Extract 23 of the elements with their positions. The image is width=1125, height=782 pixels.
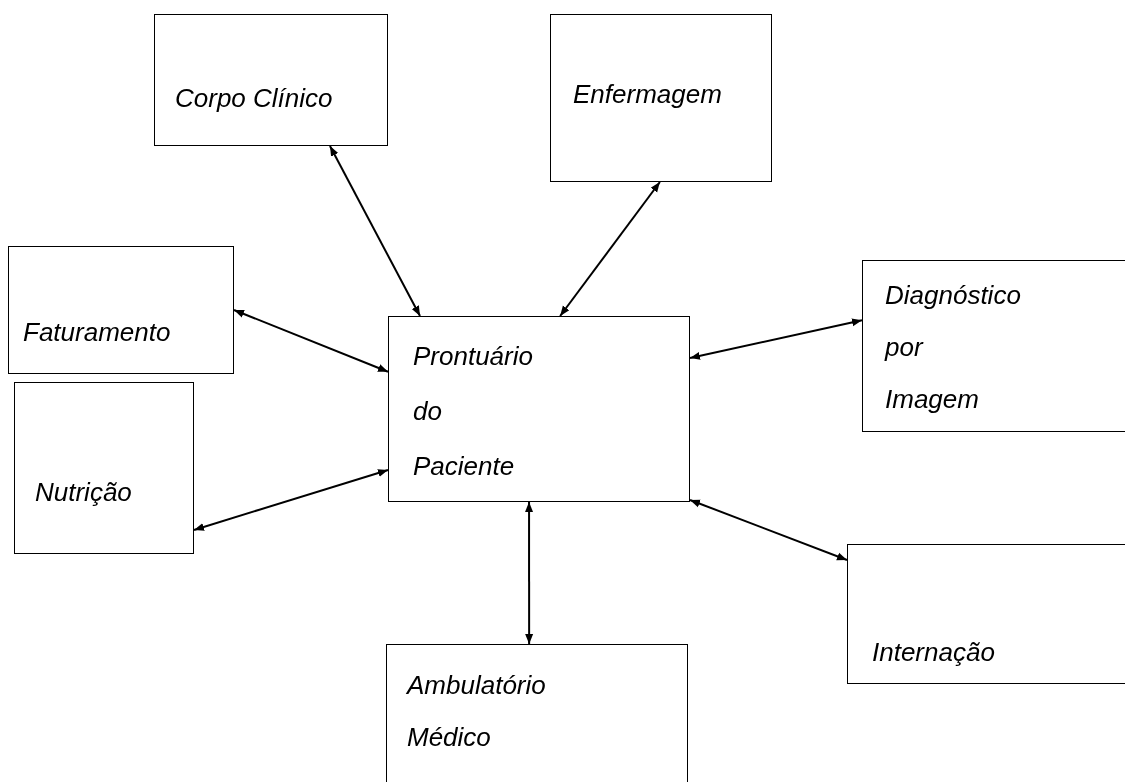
double-arrow <box>233 309 389 373</box>
double-arrow <box>559 181 661 317</box>
double-arrow <box>328 145 421 317</box>
box-label: Prontuário do Paciente <box>413 340 533 483</box>
box-label: Internação <box>872 637 996 667</box>
box-label: Nutrição <box>35 477 133 507</box>
double-arrow <box>525 501 534 645</box>
box-label: Enfermagem <box>573 79 723 109</box>
department-box <box>386 644 688 782</box>
box-label: Faturamento <box>23 317 172 347</box>
department-box <box>154 14 388 146</box>
double-arrow <box>689 498 848 561</box>
box-label: Corpo Clínico <box>175 83 334 113</box>
department-box <box>388 316 690 502</box>
box-label: Diagnóstico por Imagem <box>885 279 1021 416</box>
double-arrow <box>193 469 389 531</box>
department-box <box>847 544 1125 684</box>
department-box <box>862 260 1125 432</box>
department-box <box>8 246 234 374</box>
double-arrow <box>689 318 863 360</box>
department-box <box>14 382 194 554</box>
department-box <box>550 14 772 182</box>
box-label: Ambulatório Médico <box>407 669 546 754</box>
